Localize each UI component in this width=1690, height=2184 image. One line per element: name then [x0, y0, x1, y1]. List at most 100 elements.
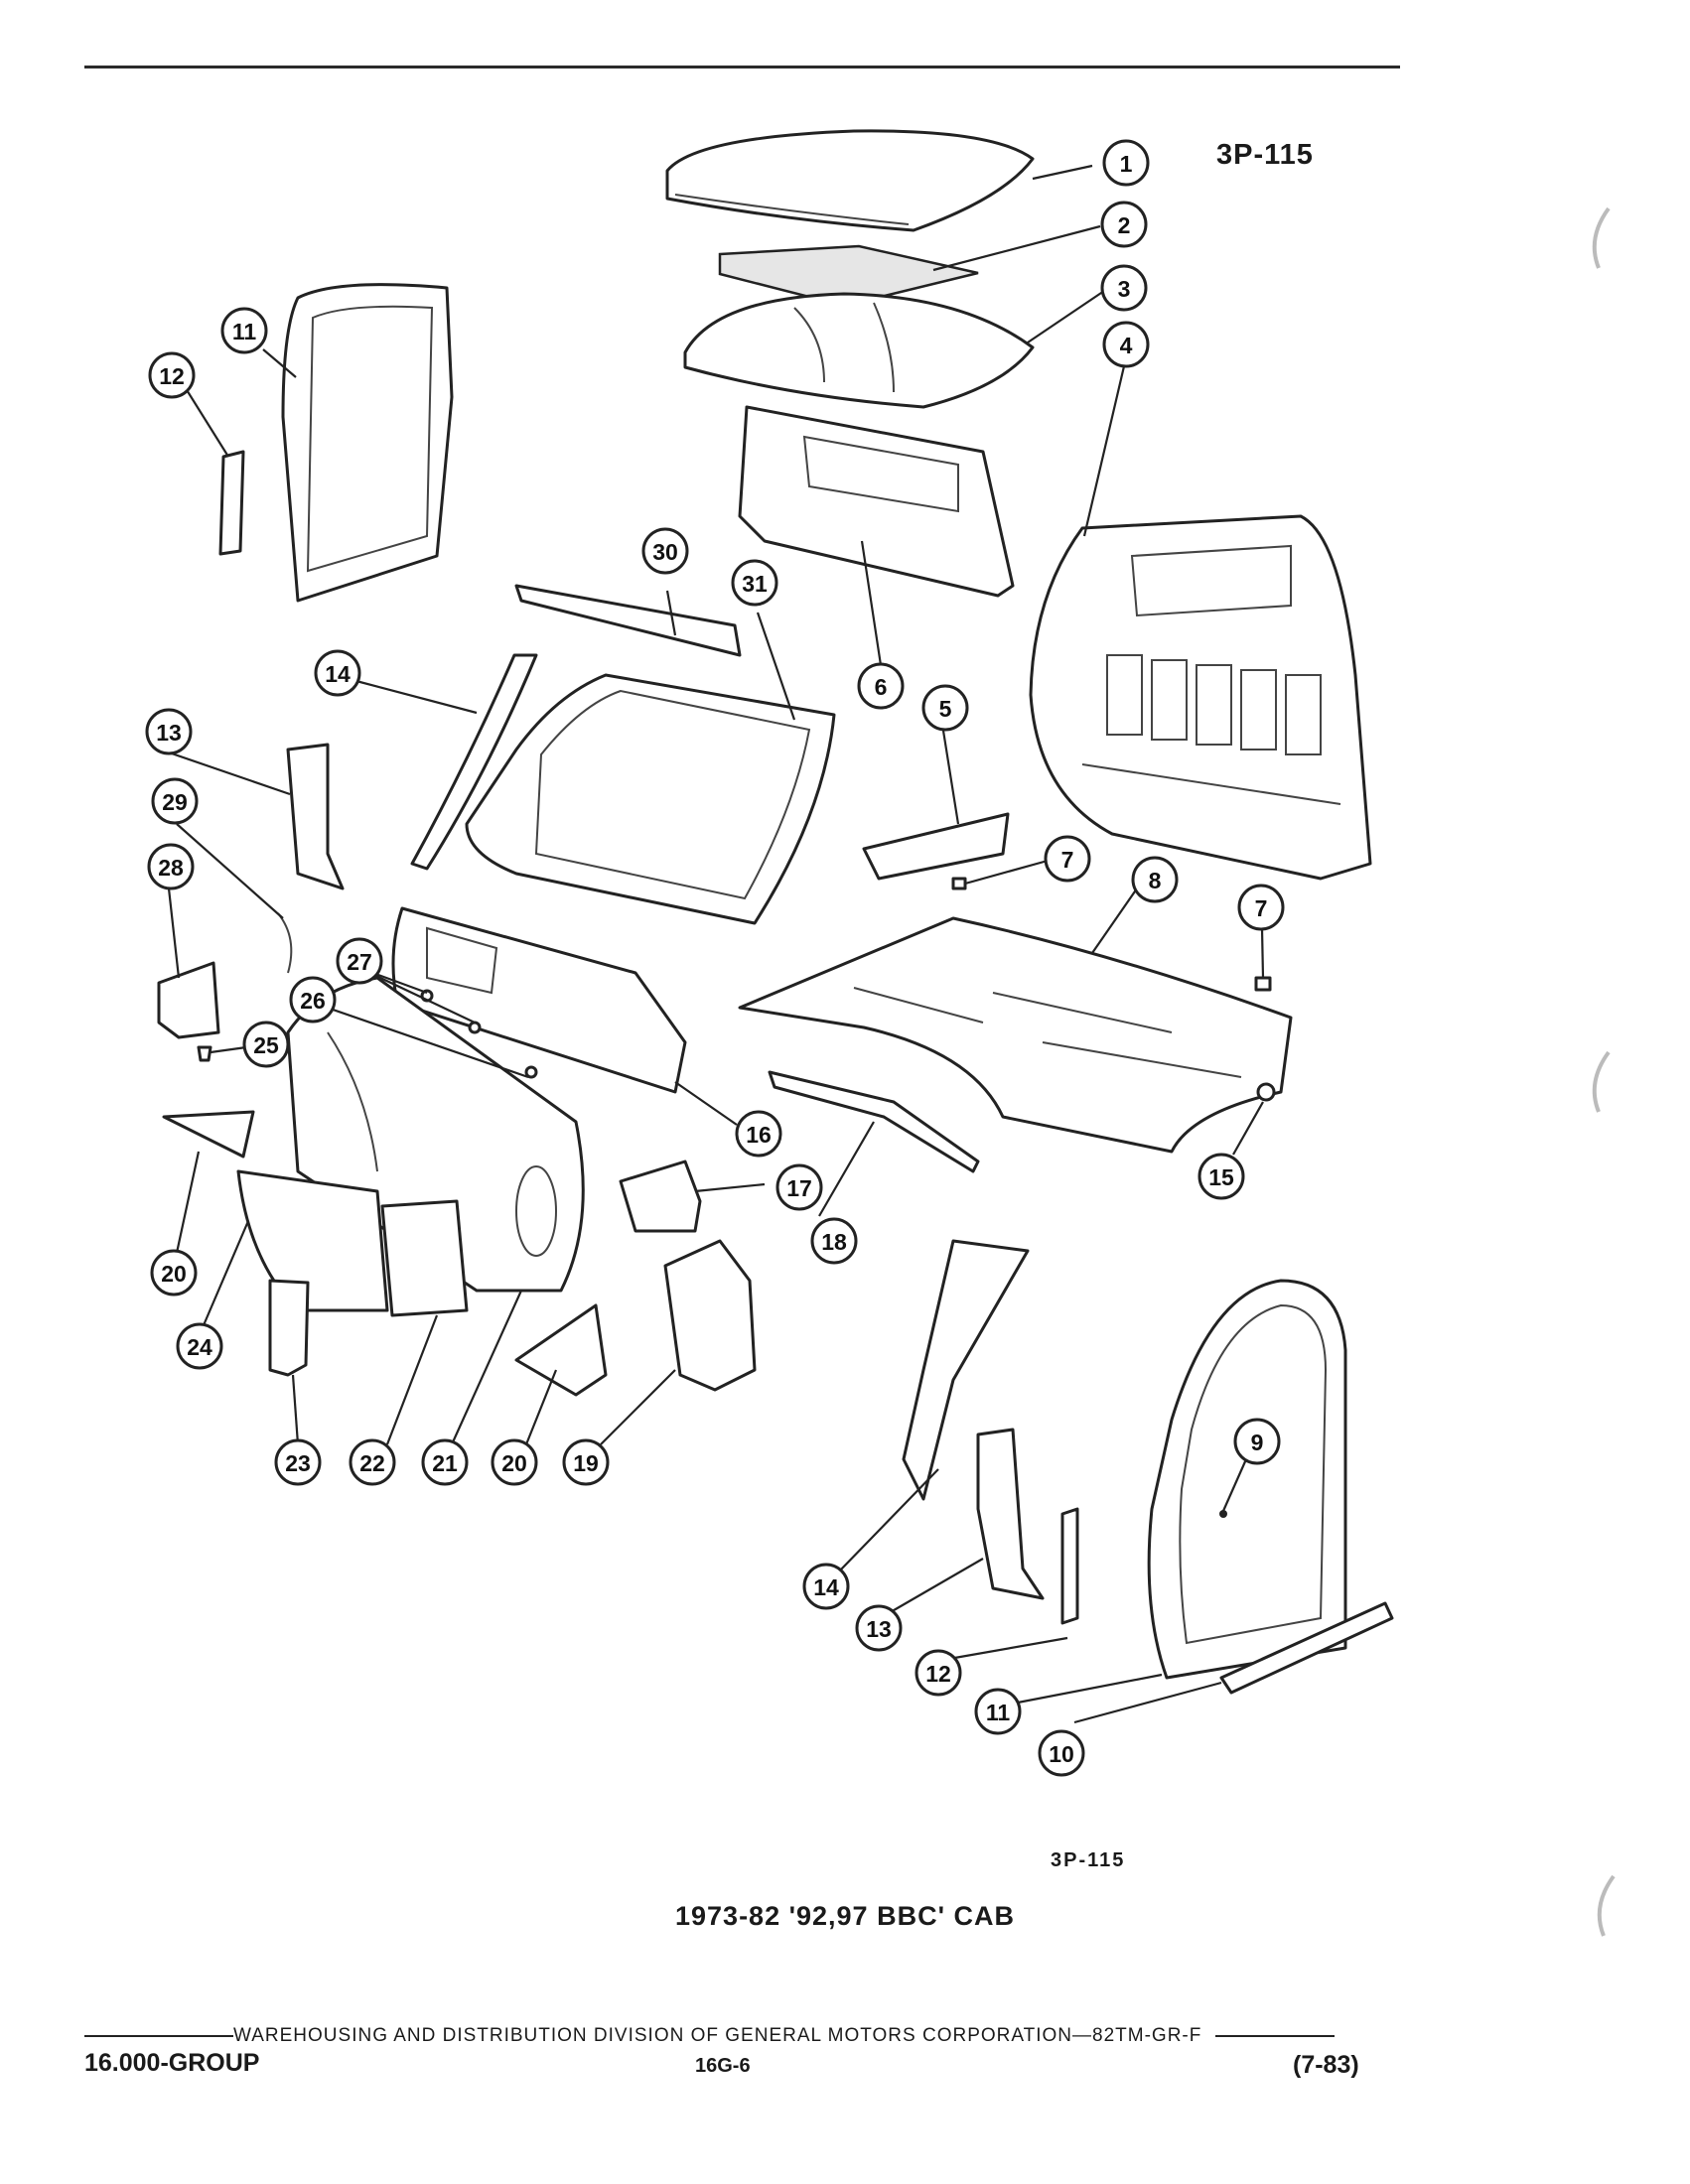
callout-7-right: 7	[1237, 884, 1285, 931]
callout-9: 9	[1233, 1418, 1281, 1465]
svg-text:7: 7	[1255, 895, 1268, 921]
svg-text:16: 16	[746, 1122, 772, 1148]
part-brace-28	[157, 961, 220, 1039]
callout-1: 1	[1102, 139, 1150, 187]
callout-31: 31	[731, 559, 778, 607]
callout-18: 18	[810, 1217, 858, 1265]
figure-code-top: 3P-115	[1216, 139, 1314, 171]
callout-28: 28	[147, 843, 195, 890]
svg-text:12: 12	[159, 363, 185, 389]
callout-13-upper: 13	[145, 708, 193, 755]
svg-text:26: 26	[300, 988, 326, 1014]
svg-text:14: 14	[325, 661, 351, 687]
callout-26: 26	[289, 976, 337, 1024]
svg-text:23: 23	[285, 1450, 311, 1476]
svg-text:30: 30	[652, 539, 678, 565]
svg-text:18: 18	[821, 1229, 847, 1255]
svg-text:5: 5	[939, 696, 952, 722]
callout-3: 3	[1100, 264, 1148, 312]
svg-text:8: 8	[1149, 868, 1162, 893]
svg-text:7: 7	[1061, 847, 1074, 873]
figure-code-bottom: 3P-115	[1051, 1849, 1126, 1871]
callout-14-lower: 14	[802, 1563, 850, 1610]
part-door-frame-right	[1147, 1279, 1347, 1680]
svg-text:28: 28	[158, 855, 184, 881]
part-pillar-13-lower	[976, 1428, 1045, 1600]
callout-14-upper: 14	[314, 649, 361, 697]
svg-text:4: 4	[1120, 333, 1133, 358]
svg-text:24: 24	[187, 1334, 212, 1360]
svg-text:6: 6	[875, 674, 888, 700]
callout-6: 6	[857, 662, 905, 710]
part-back-window-panel	[738, 405, 1015, 598]
part-instrument-panel	[391, 906, 687, 1094]
callout-20-left: 20	[150, 1249, 198, 1297]
leader-lines	[167, 164, 1265, 1724]
footer-date-code: (7-83)	[1293, 2051, 1359, 2079]
svg-text:31: 31	[742, 571, 768, 597]
svg-text:27: 27	[347, 949, 372, 975]
part-sill-plate	[1219, 1601, 1394, 1695]
callout-8: 8	[1131, 856, 1179, 903]
callout-12-lower: 12	[915, 1649, 962, 1697]
svg-text:13: 13	[866, 1616, 892, 1642]
callout-10: 10	[1038, 1729, 1085, 1777]
svg-text:13: 13	[156, 720, 182, 746]
part-windshield-header	[514, 584, 742, 657]
svg-text:11: 11	[986, 1700, 1011, 1725]
part-gusset-left	[162, 1110, 255, 1159]
part-back-panel	[1029, 514, 1372, 881]
callout-17: 17	[775, 1163, 823, 1211]
part-windshield-frame	[465, 673, 836, 925]
part-gusset-right	[514, 1303, 608, 1397]
callout-5: 5	[921, 684, 969, 732]
part-bracket-5	[862, 812, 1010, 881]
callout-25: 25	[242, 1021, 290, 1068]
footer-division-text: WAREHOUSING AND DISTRIBUTION DIVISION OF…	[233, 2025, 1202, 2046]
callout-20-bottom: 20	[491, 1438, 538, 1486]
part-pillar-14-lower	[902, 1239, 1030, 1501]
part-bolt-15	[1256, 1082, 1276, 1102]
svg-text:19: 19	[573, 1450, 599, 1476]
part-pillar-13-upper	[286, 743, 345, 890]
svg-text:9: 9	[1251, 1430, 1264, 1455]
svg-text:25: 25	[253, 1032, 279, 1058]
part-filler-12-lower	[1060, 1507, 1079, 1625]
svg-text:22: 22	[359, 1450, 385, 1476]
callout-7-upper: 7	[1044, 835, 1091, 883]
svg-text:21: 21	[432, 1450, 458, 1476]
callout-24: 24	[176, 1322, 223, 1370]
part-clip-25	[197, 1045, 212, 1062]
part-hinge-bracket	[619, 1160, 702, 1233]
part-bracket-23	[268, 1279, 310, 1377]
svg-text:11: 11	[232, 319, 257, 344]
callouts: 1 2 3 4 5 6 7 7 8 9 10 11 11 12 12 13 13…	[145, 139, 1285, 1777]
svg-text:17: 17	[786, 1175, 812, 1201]
callout-16: 16	[735, 1110, 782, 1158]
footer-page-number: 16G-6	[695, 2055, 751, 2077]
part-floor-crossmember	[768, 1070, 980, 1173]
part-floor-panel	[738, 916, 1293, 1154]
footer-group: 16.000-GROUP	[84, 2049, 260, 2077]
callout-29: 29	[151, 777, 199, 825]
callout-21: 21	[421, 1438, 469, 1486]
svg-text:20: 20	[501, 1450, 527, 1476]
callout-12-upper: 12	[148, 351, 196, 399]
part-roof-inner-panel	[683, 292, 1035, 409]
svg-text:12: 12	[925, 1661, 951, 1687]
callout-13-lower: 13	[855, 1604, 903, 1652]
binder-holes	[1592, 206, 1616, 1937]
part-door-frame-left	[281, 283, 454, 603]
callout-19: 19	[562, 1438, 610, 1486]
part-roof-insulation	[718, 244, 979, 308]
svg-text:14: 14	[813, 1574, 839, 1600]
svg-text:29: 29	[162, 789, 188, 815]
svg-text:20: 20	[161, 1261, 187, 1287]
callout-22: 22	[349, 1438, 396, 1486]
part-access-panel	[380, 1199, 469, 1317]
svg-text:15: 15	[1208, 1164, 1234, 1190]
callout-27: 27	[336, 937, 383, 985]
svg-text:10: 10	[1049, 1741, 1074, 1767]
part-clips-26-27	[420, 989, 538, 1079]
